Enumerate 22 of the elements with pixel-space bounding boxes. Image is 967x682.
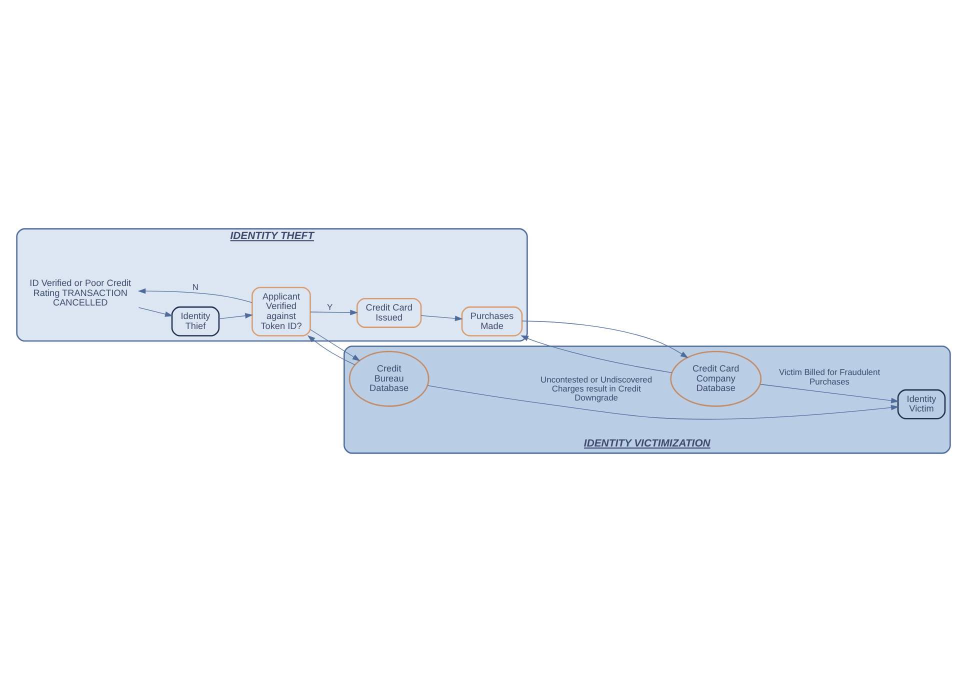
node-box: Identity Thief [171,306,220,336]
arrow [522,320,688,358]
arrow [520,335,672,373]
edge-label: Uncontested or Undiscovered Charges result in Credit Downgrade [540,374,652,403]
arrow [138,288,252,303]
arrow [760,384,899,404]
arrow [310,310,358,316]
arrow [138,307,173,317]
node-text: ID Verified or Poor Credit Rating TRANSACTION CANCELLED [30,278,132,308]
node-box: Applicant Verified against Token ID? [252,286,311,336]
edge-label: Victim Billed for Fraudulent Purchases [779,367,880,386]
edge-label: Y [327,302,333,312]
node-ellipse: Credit Bureau Database [348,350,430,407]
edge-label: N [192,282,199,292]
node-box: Identity Victim [897,389,946,420]
arrow [218,313,253,320]
arrow [420,315,463,322]
arrow [307,335,356,366]
node-box: Purchases Made [461,306,523,336]
node-box: Credit Card Issued [356,298,422,328]
arrow [427,385,899,420]
arrow [310,329,360,362]
